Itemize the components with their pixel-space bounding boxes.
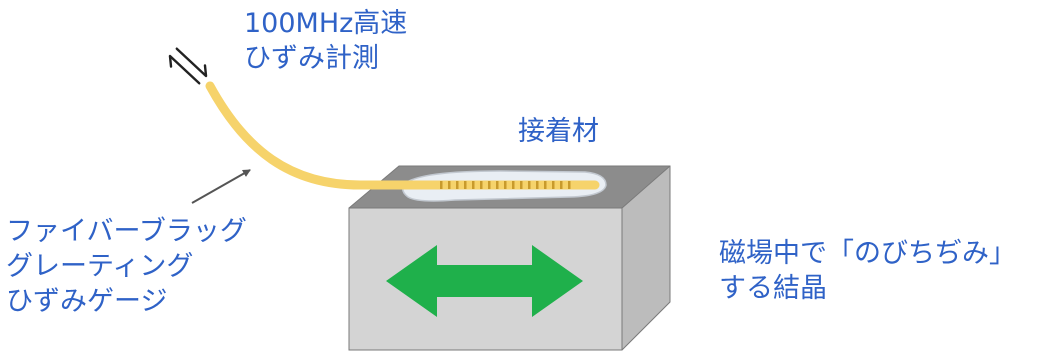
crystal-side-face xyxy=(622,166,670,350)
pointer-arrow xyxy=(191,169,251,204)
fiber-bragg-grating xyxy=(440,181,571,189)
bidirectional-arrows-icon xyxy=(168,47,208,85)
speed-measurement-label: 100MHz高速 ひずみ計測 xyxy=(244,6,407,76)
crystal-label-line-1: 磁場中で「のびちぢみ」 xyxy=(719,238,1016,269)
speed-label-line-1: 100MHz高速 xyxy=(244,8,408,39)
fbg-label-line-3: ひずみゲージ xyxy=(6,286,168,317)
crystal-label-line-2: する結晶 xyxy=(719,273,827,304)
adhesive-label: 接着材 xyxy=(518,116,599,147)
optical-fiber xyxy=(205,81,600,190)
crystal-label: 磁場中で「のびちぢみ」 する結晶 xyxy=(719,236,1016,306)
fbg-label-line-2: グレーティング xyxy=(6,251,194,282)
speed-label-line-2: ひずみ計測 xyxy=(244,43,379,74)
strain-double-arrow xyxy=(386,245,583,317)
fbg-label-line-1: ファイバーブラッグ xyxy=(6,216,247,247)
fbg-strain-gauge-label: ファイバーブラッグ グレーティング ひずみゲージ xyxy=(6,214,247,319)
